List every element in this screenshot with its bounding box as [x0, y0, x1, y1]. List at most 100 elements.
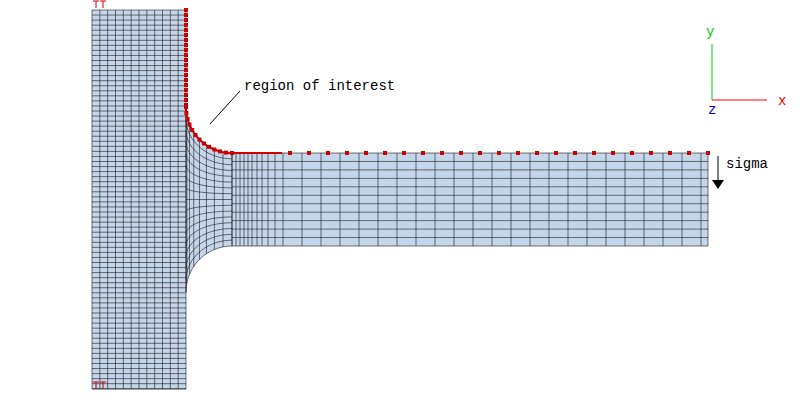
mesh-line [154, 10, 155, 389]
load-marker [184, 33, 188, 37]
mesh-line [232, 178, 708, 179]
load-marker [207, 145, 211, 149]
axis-label: x [778, 93, 786, 110]
mesh-line [92, 262, 186, 263]
load-marker [212, 147, 216, 151]
load-marker [184, 73, 188, 77]
mesh-line [92, 90, 186, 91]
load-marker [184, 48, 188, 52]
load-marker [326, 151, 330, 155]
mesh-line [708, 153, 709, 246]
mesh-line [186, 246, 232, 292]
loaded-edge [232, 152, 282, 154]
mesh-line [232, 169, 708, 170]
mesh-line [92, 176, 186, 177]
y-axis [712, 44, 713, 100]
mesh-line [186, 165, 232, 182]
mesh-line [123, 10, 124, 389]
mesh-line [131, 10, 132, 389]
mesh-line [92, 156, 186, 157]
load-marker [345, 151, 349, 155]
mesh-line [262, 153, 263, 246]
mesh-line [99, 10, 100, 389]
mesh-line [162, 10, 163, 389]
mesh-line [92, 105, 186, 106]
load-marker [190, 128, 194, 132]
column-body [92, 10, 186, 389]
mesh-line [492, 153, 493, 246]
load-marker [184, 68, 188, 72]
mesh-line [92, 70, 186, 71]
mesh-line [92, 383, 186, 384]
support-symbol [93, 1, 106, 8]
mesh-line [186, 240, 232, 280]
axis-label: y [706, 24, 714, 41]
mesh-line [568, 153, 569, 246]
load-marker [184, 78, 188, 82]
mesh-line [92, 10, 186, 11]
mesh-line [92, 30, 186, 31]
mesh-line [92, 191, 186, 192]
load-marker [188, 123, 192, 127]
mesh-line [170, 10, 171, 389]
load-marker [218, 149, 222, 153]
load-marker [230, 151, 234, 155]
mesh-line [92, 55, 186, 56]
load-marker [184, 18, 188, 22]
mesh-line [587, 153, 588, 246]
load-marker [184, 28, 188, 32]
load-label: sigma [726, 156, 768, 173]
load-marker [184, 43, 188, 47]
mesh-line [92, 353, 186, 354]
mesh-line [92, 85, 186, 86]
mesh-line [92, 111, 186, 112]
mesh-line [92, 247, 186, 248]
mesh-line [92, 50, 186, 51]
load-marker [706, 151, 710, 155]
mesh-line [397, 153, 398, 246]
mesh-line [378, 153, 379, 246]
mesh-line [92, 348, 186, 349]
mesh-line [606, 153, 607, 246]
load-marker [184, 53, 188, 57]
mesh-line [92, 40, 186, 41]
load-marker [184, 13, 188, 17]
mesh-line [321, 153, 322, 246]
mesh-line [92, 237, 186, 238]
mesh-line [530, 153, 531, 246]
mesh-line [92, 302, 186, 303]
load-marker [184, 93, 188, 97]
mesh-line [92, 333, 186, 334]
mesh-line [92, 222, 186, 223]
load-marker [194, 133, 198, 137]
mesh-line [92, 146, 186, 147]
mesh-line [92, 181, 186, 182]
mesh-line [268, 153, 269, 246]
mesh-line [92, 116, 186, 117]
mesh-line [302, 153, 303, 246]
mesh-line [92, 313, 186, 314]
mesh-line [232, 195, 708, 196]
load-marker [184, 23, 188, 27]
mesh-line [232, 220, 708, 221]
load-marker [184, 8, 188, 12]
mesh-line [92, 35, 186, 36]
mesh-line [92, 323, 186, 324]
load-marker [516, 151, 520, 155]
load-marker [184, 83, 188, 87]
mesh-line [240, 153, 241, 246]
load-marker [630, 151, 634, 155]
load-marker [186, 117, 190, 121]
load-marker [402, 151, 406, 155]
mesh-line [186, 188, 232, 194]
mesh-line [682, 153, 683, 246]
mesh-line [92, 60, 186, 61]
mesh-line [186, 229, 232, 258]
mesh-lines [92, 10, 708, 389]
loaded-edge [186, 107, 232, 153]
load-marker [459, 151, 463, 155]
mesh-line [92, 196, 186, 197]
load-arrow [718, 156, 719, 181]
mesh-line [549, 153, 550, 246]
mesh-line [186, 234, 232, 269]
